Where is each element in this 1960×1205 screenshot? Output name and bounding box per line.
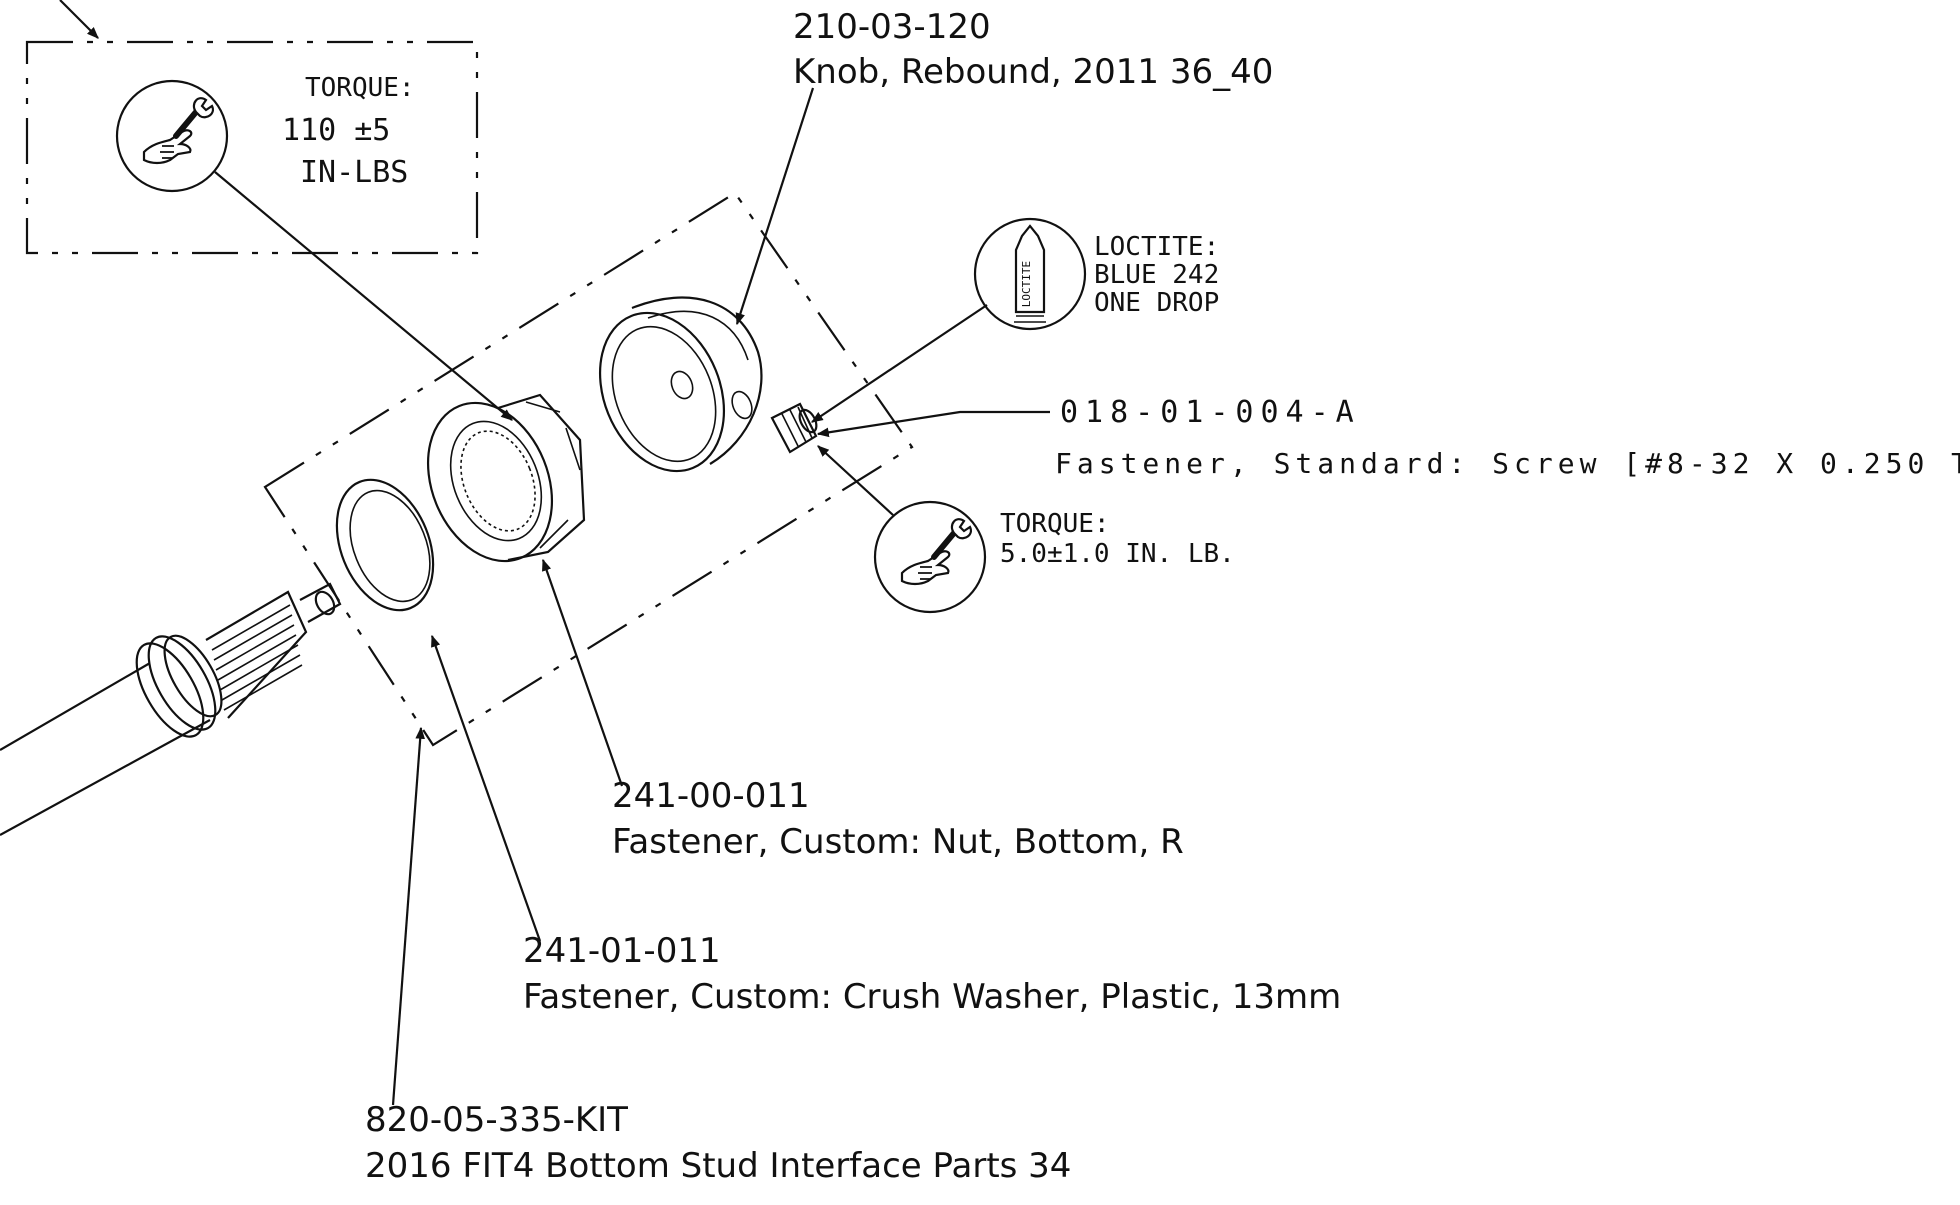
part-description: Fastener, Custom: Nut, Bottom, R	[612, 822, 1184, 862]
leader-kit	[391, 726, 425, 1106]
part-number: 241-01-011	[523, 931, 721, 971]
part-number: 241-00-011	[612, 776, 810, 816]
part-description: Fastener, Custom: Crush Washer, Plastic,…	[523, 977, 1341, 1017]
loctite-line2: BLUE 242	[1094, 260, 1219, 290]
torque-label: TORQUE:	[305, 73, 415, 103]
wrench-hand-icon	[115, 79, 229, 193]
callout-knob: 210-03-120 Knob, Rebound, 2011 36_40	[793, 7, 1273, 92]
tube-label: LOCTITE	[1020, 261, 1033, 307]
torque-value: 110 ±5	[282, 113, 390, 148]
screw-torque-value: 5.0±1.0 IN. LB.	[1000, 539, 1235, 569]
loctite-tube-icon: LOCTITE	[973, 217, 1087, 331]
bottom-nut	[426, 393, 586, 563]
part-number: 210-03-120	[793, 7, 991, 47]
leader-washer	[430, 634, 542, 942]
leader-nut	[541, 558, 624, 787]
screw-torque-note: TORQUE: 5.0±1.0 IN. LB.	[817, 445, 1235, 614]
part-number: 820-05-335-KIT	[365, 1100, 628, 1140]
screw-torque-label: TORQUE:	[1000, 509, 1110, 539]
assembly-boundary	[263, 191, 914, 747]
loctite-line1: LOCTITE:	[1094, 232, 1219, 262]
rebound-knob	[598, 296, 763, 473]
callout-screw: 018-01-004-A Fastener, Standard: Screw […	[1055, 395, 1960, 480]
wrench-hand-icon	[873, 500, 987, 614]
crush-washer	[335, 478, 435, 612]
part-number: 018-01-004-A	[1060, 395, 1361, 430]
torque-unit: IN-LBS	[300, 155, 408, 190]
part-description: Knob, Rebound, 2011 36_40	[793, 52, 1273, 92]
leader-torque-to-nut	[214, 171, 513, 421]
leader-screw	[816, 410, 1050, 438]
callout-nut: 241-00-011 Fastener, Custom: Nut, Bottom…	[612, 776, 1184, 862]
leader-knob	[735, 87, 815, 326]
callout-washer: 241-01-011 Fastener, Custom: Crush Washe…	[523, 931, 1341, 1017]
bottom-stud	[0, 582, 342, 836]
loctite-note: LOCTITE LOCTITE: BLUE 242 ONE DROP	[811, 217, 1219, 423]
part-description: Fastener, Standard: Screw [#8-32 X 0.250…	[1055, 447, 1960, 480]
part-description: 2016 FIT4 Bottom Stud Interface Parts 34	[365, 1146, 1071, 1186]
set-screw	[770, 402, 818, 454]
loctite-line3: ONE DROP	[1094, 288, 1219, 318]
torque-note-box: TORQUE: 110 ±5 IN-LBS	[25, 0, 479, 255]
callout-kit: 820-05-335-KIT 2016 FIT4 Bottom Stud Int…	[365, 1100, 1071, 1186]
